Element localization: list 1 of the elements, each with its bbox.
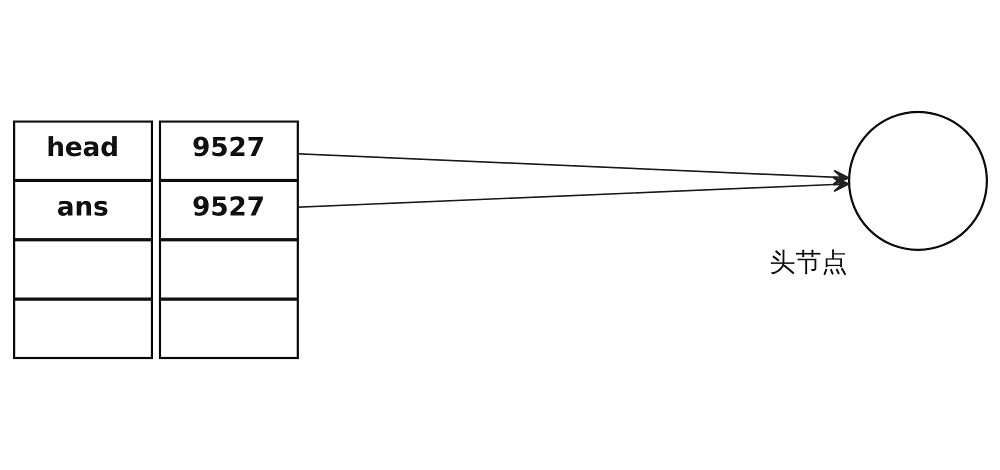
node-label: 头节点 [769, 248, 848, 278]
